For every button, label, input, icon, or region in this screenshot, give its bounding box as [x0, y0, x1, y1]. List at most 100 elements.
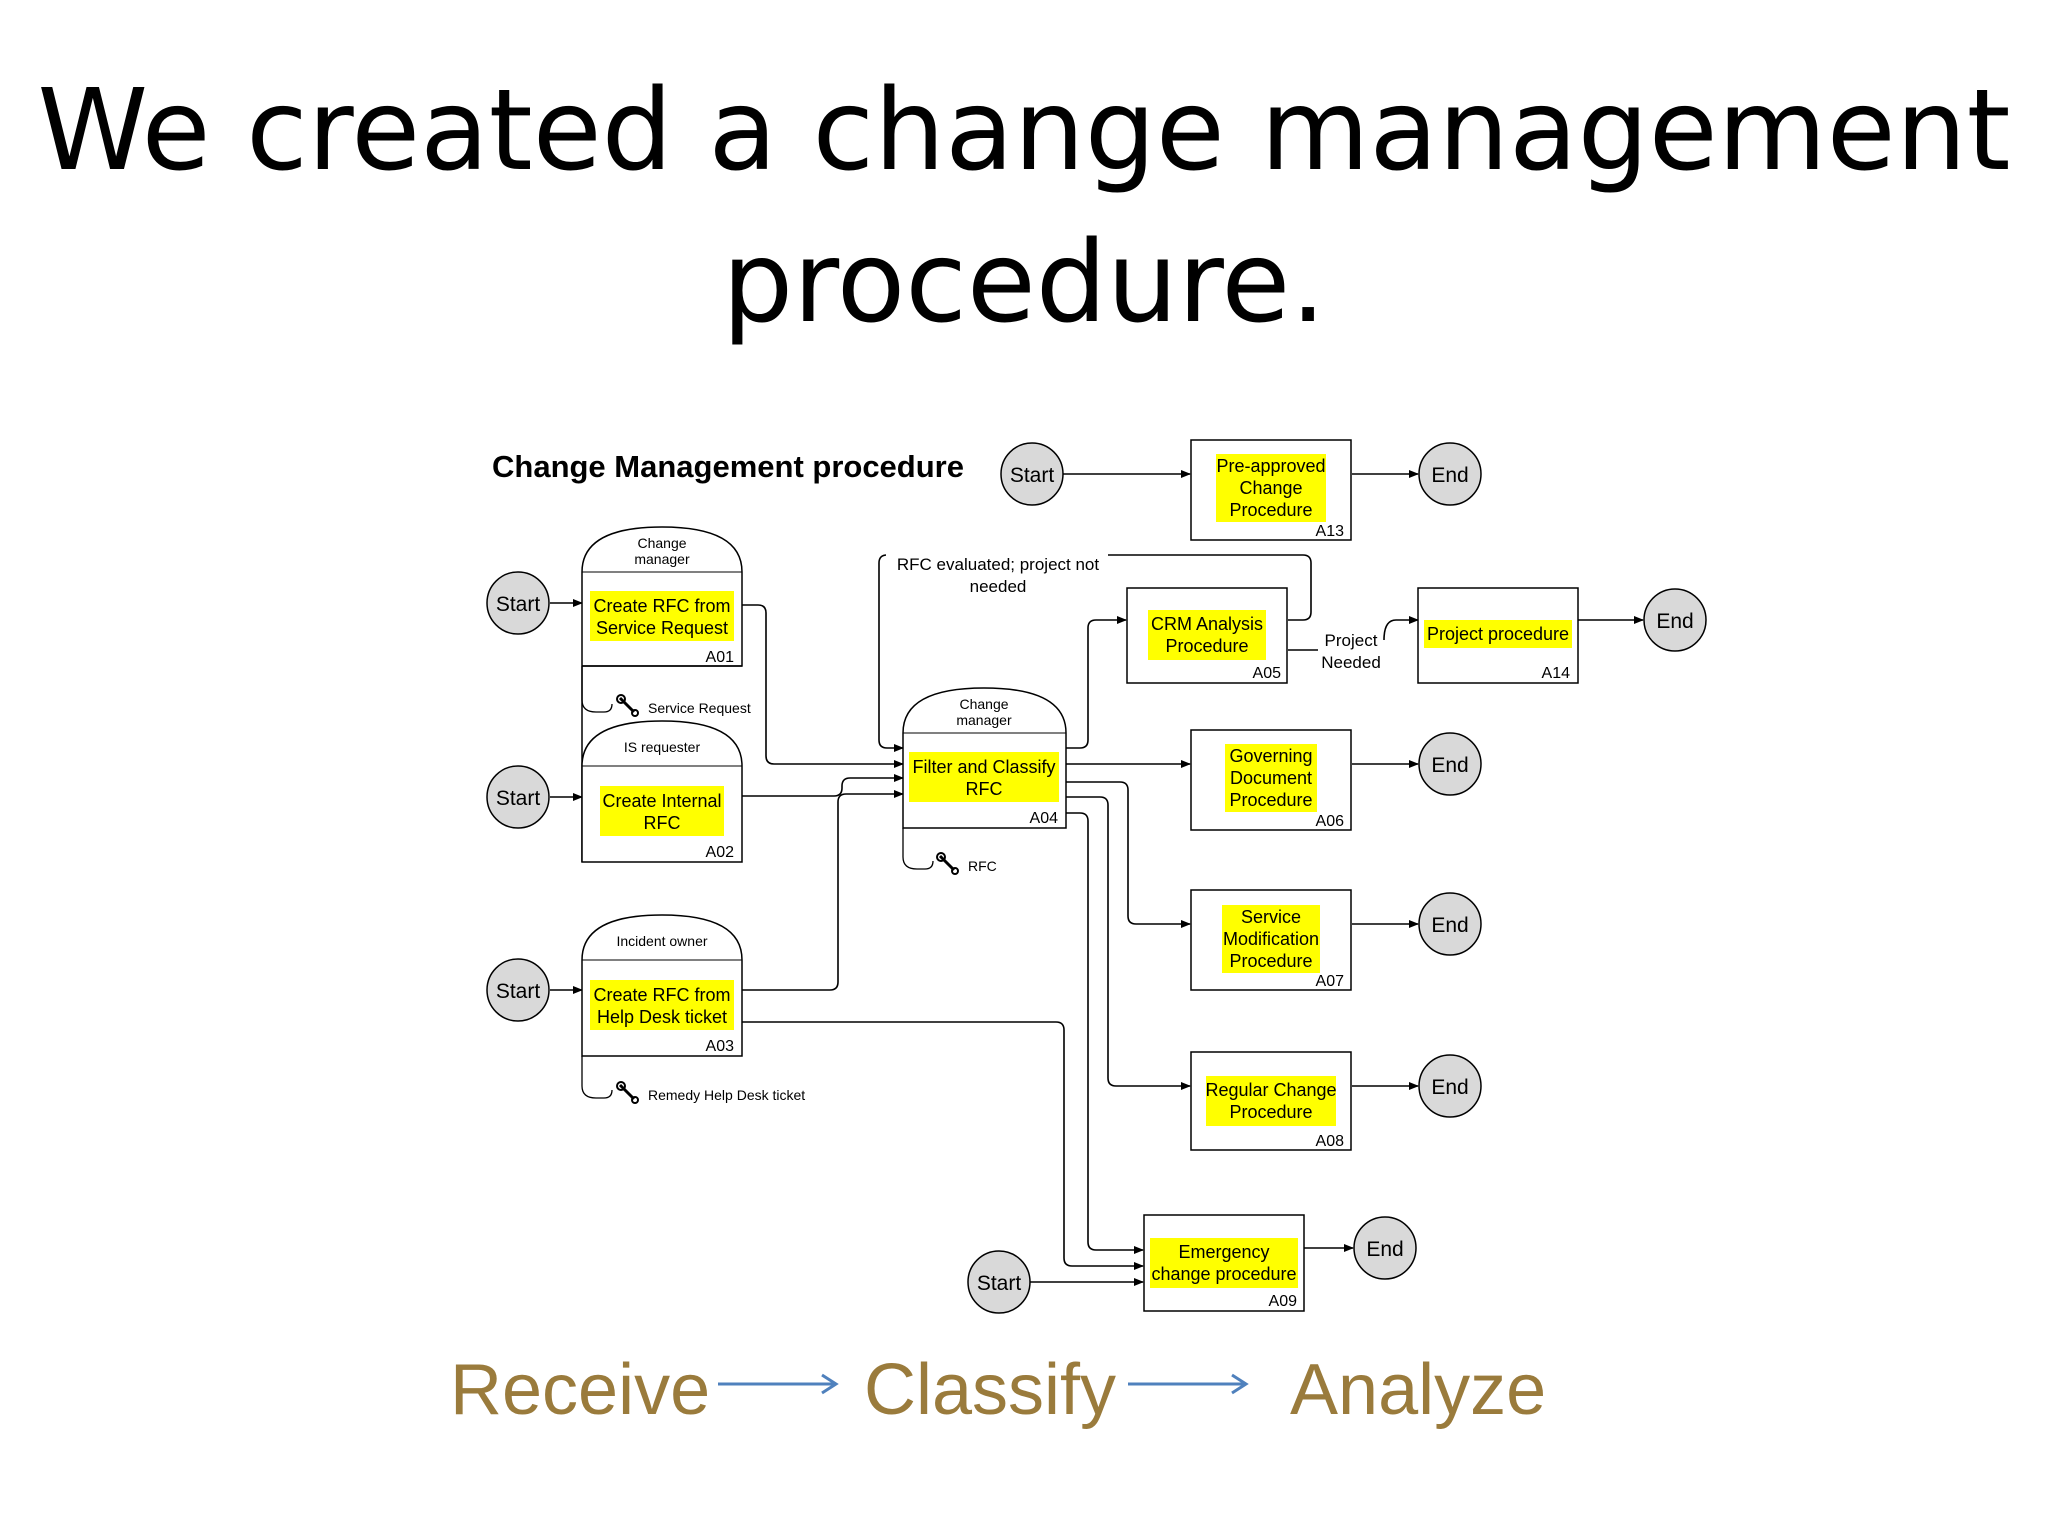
terminal-start-a13: Start: [1000, 442, 1064, 506]
activity-code: A08: [1316, 1133, 1345, 1150]
activity-code: A14: [1542, 665, 1571, 682]
activity-name-line-1: Emergency: [1178, 1242, 1269, 1262]
connector-a03-a09: [742, 1021, 1144, 1270]
wrench-icon: [935, 851, 960, 876]
activity-name-line-1: Governing: [1229, 746, 1312, 766]
role-line-1: IS requester: [624, 739, 701, 755]
activity-a09: Emergency change procedure A09: [1143, 1214, 1305, 1312]
activity-code: A06: [1316, 813, 1345, 830]
flow-step-receive: Receive: [450, 1350, 711, 1430]
terminal-start-a03: Start: [486, 958, 550, 1022]
activity-code: A09: [1269, 1293, 1298, 1310]
connector-a04-a08: [1066, 796, 1191, 1090]
connector-a04-a05: [1066, 616, 1127, 749]
activity-code: A13: [1316, 523, 1345, 540]
activity-name-line-2: Service Request: [596, 618, 728, 638]
wrench-icon: [615, 1080, 640, 1105]
terminal-label: Start: [496, 980, 541, 1003]
label-project-needed-line-2: Needed: [1321, 653, 1381, 672]
activity-name-line-1: CRM Analysis: [1151, 614, 1263, 634]
activity-name-line-2: Document: [1230, 768, 1312, 788]
activity-code: A02: [706, 844, 735, 861]
connector-a03-a04: [742, 790, 904, 991]
activity-a13: Pre-approved Change Procedure A13: [1190, 439, 1352, 541]
activity-code: A07: [1316, 973, 1345, 990]
activity-name-line-1: Service: [1241, 907, 1301, 927]
tool-rfc: RFC: [968, 858, 997, 874]
label-project-needed-line-1: Project: [1325, 631, 1378, 650]
flow-step-analyze: Analyze: [1290, 1350, 1547, 1430]
connector-a01-a04: [742, 604, 904, 768]
terminal-start-a01: Start: [486, 571, 550, 635]
activity-a08: Regular Change Procedure A08: [1190, 1051, 1352, 1151]
activity-name-line-1: Pre-approved: [1216, 456, 1325, 476]
activity-name-line-1: Filter and Classify: [912, 757, 1055, 777]
activity-a03: Incident owner Create RFC from Help Desk…: [581, 914, 743, 1057]
flow-arrow-icon: [718, 1373, 839, 1395]
activity-name-line-1: Create RFC from: [593, 596, 730, 616]
label-rfc-evaluated-line-1: RFC evaluated; project not: [897, 555, 1099, 574]
terminal-label: End: [1656, 610, 1693, 633]
activity-name-line-2: Procedure: [1165, 636, 1248, 656]
role-line-2: manager: [956, 712, 1012, 728]
terminal-end-a14: End: [1643, 588, 1707, 652]
activity-name-line-1: Create Internal: [602, 791, 721, 811]
document-marker-a04: [902, 828, 934, 870]
slide-title-line-2: procedure.: [722, 218, 1326, 348]
activity-name-line-2: change procedure: [1151, 1264, 1296, 1284]
connector-a02-a04: [742, 774, 904, 797]
activity-a02: IS requester Create Internal RFC A02: [581, 720, 743, 863]
terminal-end-a09: End: [1353, 1216, 1417, 1280]
slide-title-line-1: We created a change management: [37, 66, 2011, 196]
tool-remedy: Remedy Help Desk ticket: [648, 1087, 805, 1103]
connector-a04-a09: [1066, 812, 1144, 1254]
activity-a05: CRM Analysis Procedure A05: [1126, 587, 1288, 684]
tool-service-request: Service Request: [648, 700, 751, 716]
activity-code: A03: [706, 1038, 735, 1055]
activity-a04: Change manager Filter and Classify RFC A…: [902, 687, 1067, 829]
slide-title: We created a change management procedure…: [0, 55, 2048, 359]
document-marker-a01: [581, 666, 613, 713]
document-marker-a03: [581, 1056, 613, 1099]
terminal-label: Start: [1010, 464, 1055, 487]
terminal-end-a06: End: [1418, 732, 1482, 796]
activity-name-line-1: Regular Change: [1205, 1080, 1336, 1100]
activity-code: A05: [1253, 665, 1282, 682]
terminal-label: End: [1431, 464, 1468, 487]
wrench-icon: [615, 693, 640, 718]
role-line-1: Incident owner: [616, 933, 707, 949]
activity-name-line-2: Modification: [1223, 929, 1319, 949]
activity-name-line-3: Procedure: [1229, 951, 1312, 971]
terminal-label: Start: [977, 1272, 1022, 1295]
activity-a07: Service Modification Procedure A07: [1190, 889, 1352, 991]
activity-name-line-1: Create RFC from: [593, 985, 730, 1005]
terminal-end-a07: End: [1418, 892, 1482, 956]
activity-name-line-2: Procedure: [1229, 1102, 1312, 1122]
connector-project-needed-a14: [1383, 616, 1419, 641]
activity-a14: Project procedure A14: [1417, 587, 1579, 684]
activity-name-line-2: Change: [1239, 478, 1302, 498]
terminal-end-a13: End: [1418, 442, 1482, 506]
activity-code: A01: [706, 649, 735, 666]
activity-name-line-1: Project procedure: [1427, 624, 1569, 644]
activity-a06: Governing Document Procedure A06: [1190, 729, 1352, 831]
activity-name-line-2: RFC: [966, 779, 1003, 799]
flow-step-classify: Classify: [864, 1350, 1117, 1430]
terminal-label: Start: [496, 787, 541, 810]
role-line-2: manager: [634, 551, 690, 567]
activity-code: A04: [1030, 810, 1059, 827]
terminal-start-a09: Start: [967, 1250, 1031, 1314]
terminal-label: Start: [496, 593, 541, 616]
label-rfc-evaluated-line-2: needed: [970, 577, 1027, 596]
role-line-1: Change: [959, 696, 1008, 712]
terminal-label: End: [1431, 754, 1468, 777]
connectors: [550, 470, 1644, 1286]
diagram-title: Change Management procedure: [492, 449, 964, 484]
terminal-start-a02: Start: [486, 765, 550, 829]
activity-name-line-2: RFC: [644, 813, 681, 833]
role-line-1: Change: [637, 535, 686, 551]
activity-a01: Change manager Create RFC from Service R…: [581, 526, 743, 862]
terminal-label: End: [1366, 1238, 1403, 1261]
terminal-end-a08: End: [1418, 1054, 1482, 1118]
